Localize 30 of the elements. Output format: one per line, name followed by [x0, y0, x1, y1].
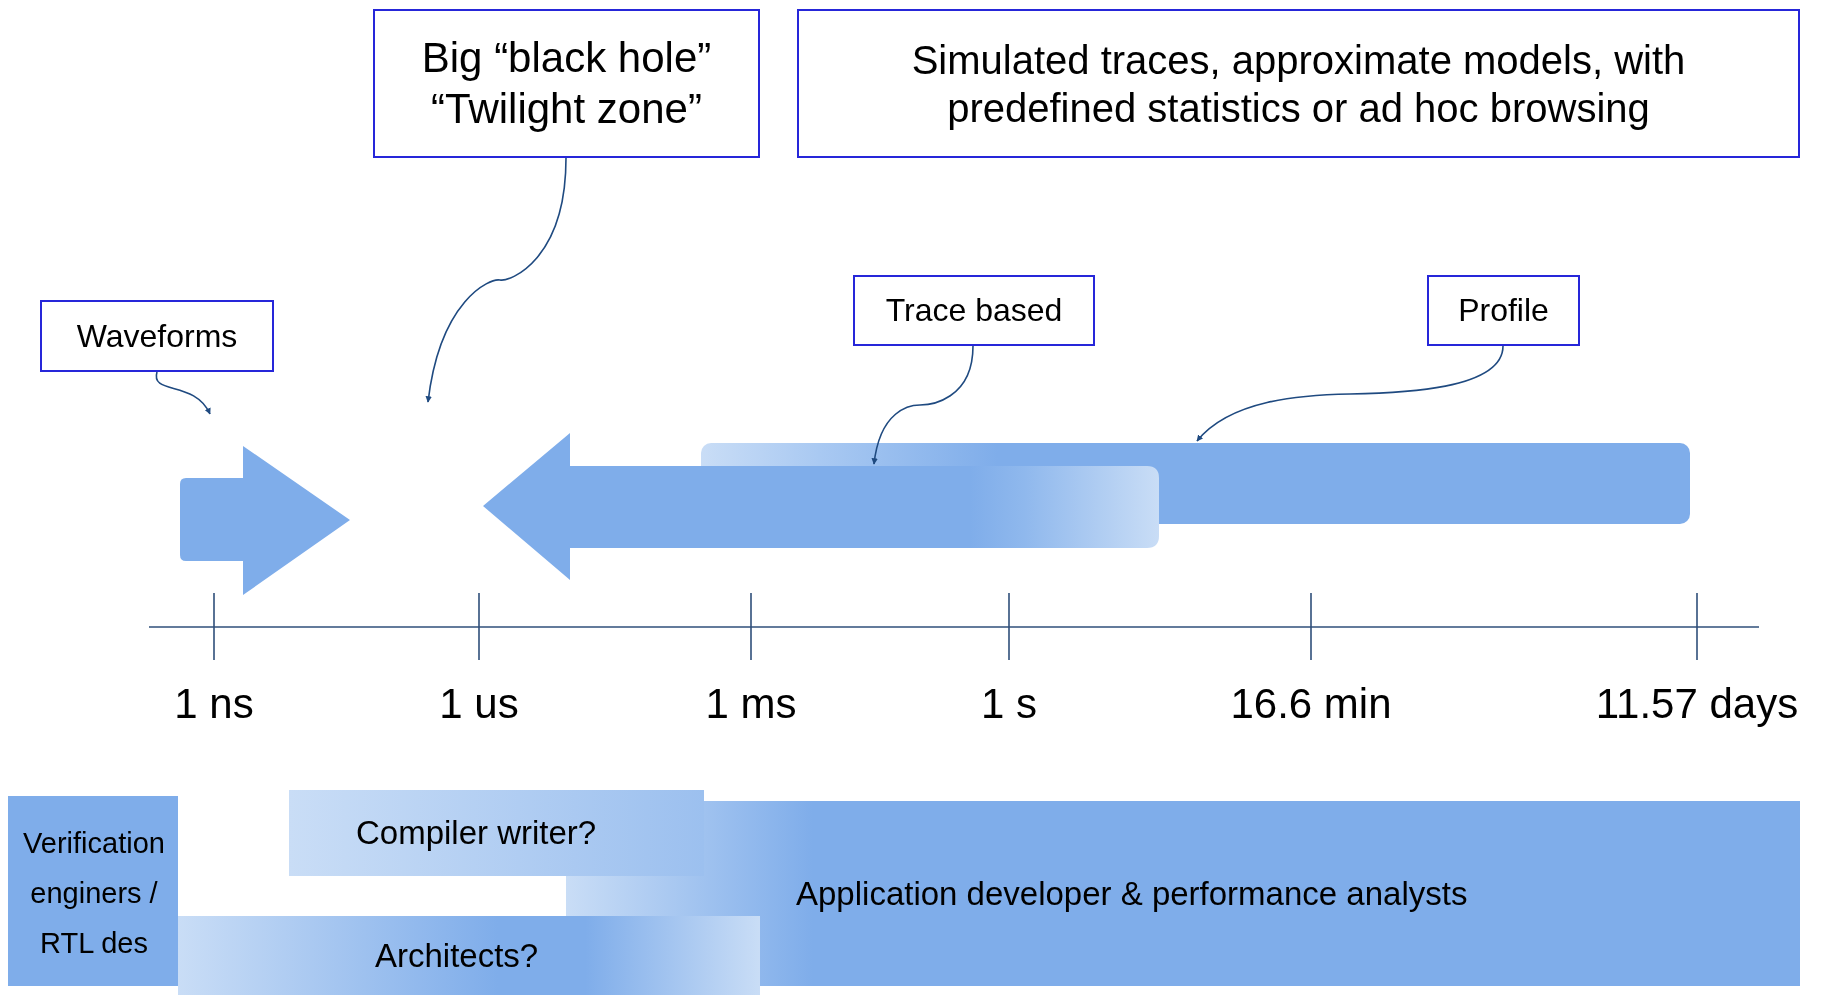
- leader-line: [1196, 345, 1504, 442]
- role-label: Compiler writer?: [356, 813, 597, 853]
- callout-text: Waveforms: [76, 316, 238, 356]
- callout-text: Big “black hole”: [421, 33, 712, 84]
- callout-box: [853, 275, 1095, 346]
- callout-text: “Twilight zone”: [431, 83, 702, 134]
- axis-tick-label: 16.6 min: [1230, 680, 1392, 728]
- role-band: [289, 790, 704, 876]
- axis-tick-label: 1 ms: [705, 680, 797, 728]
- axis-tick-label: 11.57 days: [1595, 680, 1799, 728]
- leader-line: [425, 157, 567, 403]
- callout-box: [1427, 275, 1580, 346]
- role-label: Verification enginers / RTL des: [22, 826, 166, 961]
- role-band: [8, 796, 178, 986]
- axis-tick-label: 1 s: [981, 680, 1037, 728]
- callout-text: Profile: [1458, 291, 1549, 330]
- role-band: [178, 916, 760, 995]
- callout-text: Trace based: [885, 291, 1063, 330]
- callout-text: Simulated traces, approximate models, with predefined statistics or ad hoc browsing: [910, 36, 1687, 132]
- leader-line: [155, 371, 211, 415]
- role-label: Application developer & performance analysts: [796, 873, 1468, 914]
- callout-box: [40, 300, 274, 372]
- callout-box: [373, 9, 760, 158]
- right-arrow: [180, 446, 350, 595]
- axis-tick-label: 1 us: [439, 680, 519, 728]
- callout-box: [797, 9, 1800, 158]
- leader-line: [871, 345, 974, 465]
- axis-tick-label: 1 ns: [174, 680, 254, 728]
- left-arrow: [483, 433, 1159, 580]
- role-label: Architects?: [375, 935, 539, 976]
